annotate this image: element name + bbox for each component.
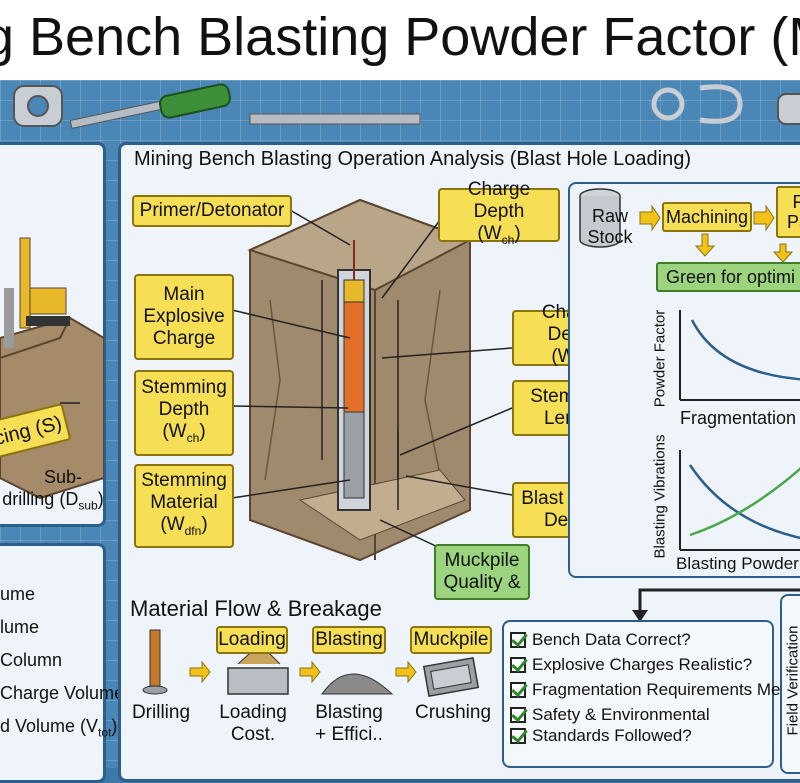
drill-rod-icon xyxy=(143,630,167,694)
fragmentation-axis-label: Fragmentation xyxy=(680,408,796,429)
blasting-powder-factor-axis-label: Blasting Powder Fa xyxy=(676,554,800,574)
checklist-item-continuation: Standards Followed? xyxy=(510,726,692,746)
machining-box: Machining xyxy=(662,202,752,232)
vibration-curve-increasing xyxy=(690,460,800,535)
checklist-arrow xyxy=(620,576,800,626)
main-explosive-charge-label: Main Explosive Charge xyxy=(134,274,234,360)
f-pa-box: F Pa xyxy=(776,186,800,238)
tools-decoration xyxy=(0,80,800,140)
volumes-list: ume lume Column Charge Volume d Volume (… xyxy=(0,584,124,749)
checkbox-checked-icon xyxy=(510,682,526,698)
stage-crushing-label: Crushing xyxy=(410,702,496,724)
primer-detonator-label: Primer/Detonator xyxy=(132,195,292,227)
crusher-icon xyxy=(424,658,478,696)
powder-factor-axis-label: Powder Factor xyxy=(652,309,669,409)
page-title: g Bench Blasting Powder Factor (M xyxy=(0,6,800,68)
stage-blasting-label: Blasting + Effici.. xyxy=(306,702,392,746)
loading-tag: Loading xyxy=(216,626,288,654)
cylinder-icon xyxy=(778,94,800,124)
drill-rig-illustration xyxy=(0,148,104,518)
wrench-icon xyxy=(250,114,420,124)
graphs-area xyxy=(650,300,800,590)
muckpile-tag: Muckpile xyxy=(410,626,492,654)
title-bar: g Bench Blasting Powder Factor (M xyxy=(0,0,800,80)
screwdriver-icon xyxy=(70,83,231,128)
charge-depth-top-label: Charge Depth (Wch) xyxy=(438,188,560,242)
drill-mast-icon xyxy=(20,238,70,328)
blasting-vibrations-axis-label: Blasting Vibrations xyxy=(652,439,669,559)
main-panel-header: Mining Bench Blasting Operation Analysis… xyxy=(134,148,691,171)
stemming-depth-label: Stemming Depth (Wch) xyxy=(134,370,234,456)
checklist-item: Fragmentation Requirements Met? xyxy=(510,680,795,700)
stage-drilling-label: Drilling xyxy=(126,702,196,724)
stemming-material-label: Stemming Material (Wdfn) xyxy=(134,464,234,548)
material-flow-title: Material Flow & Breakage xyxy=(130,596,382,622)
ring-icon xyxy=(654,90,682,118)
checkbox-checked-icon xyxy=(510,707,526,723)
stage-loading-label: Loading Cost. xyxy=(212,702,294,746)
checklist-item: Safety & Environmental xyxy=(510,705,710,725)
green-optimization-box: Green for optimi xyxy=(656,262,800,292)
checklist-item: Explosive Charges Realistic? xyxy=(510,655,752,675)
checkbox-checked-icon xyxy=(510,632,526,648)
blasting-tag: Blasting xyxy=(312,626,386,654)
checklist-item: Bench Data Correct? xyxy=(510,630,691,650)
subdrilling-label: Sub- drilling (Dsub) xyxy=(20,466,106,517)
powder-factor-curve xyxy=(692,320,800,380)
vibration-graph xyxy=(680,450,800,550)
rubble-pile-icon xyxy=(322,674,392,694)
clip-icon xyxy=(700,87,740,122)
checkbox-checked-icon xyxy=(510,728,526,744)
field-verification-label: Field Verification xyxy=(785,606,800,756)
muckpile-quality-label: Muckpile Quality & xyxy=(434,544,530,600)
nut-icon xyxy=(14,86,62,126)
powder-factor-graph xyxy=(680,310,800,400)
checkbox-checked-icon xyxy=(510,657,526,673)
